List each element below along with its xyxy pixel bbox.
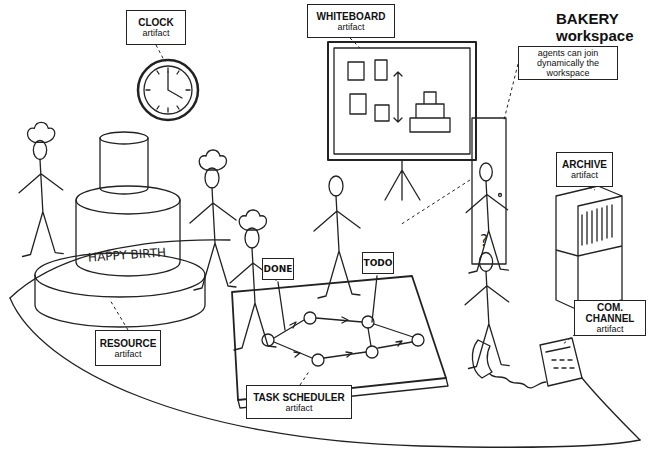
- archive: [556, 186, 622, 310]
- leader-line: [156, 45, 164, 60]
- phone: [540, 338, 582, 386]
- note: [375, 105, 389, 121]
- clock-hands: [168, 72, 182, 98]
- cake-tier: [76, 186, 180, 214]
- box-text: artifact: [285, 403, 312, 413]
- table: [232, 276, 446, 400]
- label-box: CLOCKartifact: [126, 10, 186, 45]
- board-cake: [410, 92, 450, 132]
- box-text: RESOURCE: [100, 338, 157, 349]
- leader-line: [350, 38, 360, 48]
- box-text: artifact: [571, 170, 598, 180]
- box-text: ARCHIVE: [562, 159, 607, 170]
- cake-base: [35, 275, 205, 327]
- whiteboard: [328, 42, 476, 160]
- phone-cord: [490, 374, 640, 440]
- clock-ticks: [146, 68, 190, 112]
- box-text: WHITEBOARD: [317, 11, 386, 22]
- door-knob: [499, 194, 502, 197]
- note: [375, 60, 387, 80]
- clock-face: [144, 66, 192, 114]
- free-label: HAPPY BIRTH: [88, 245, 167, 264]
- box-text: artifact: [142, 28, 169, 38]
- stick-figure: [230, 210, 276, 350]
- label-box: RESOURCEartifact: [95, 330, 161, 366]
- note: [348, 62, 364, 80]
- box-text: DONE: [264, 264, 293, 274]
- label-box: ARCHIVEartifact: [556, 152, 613, 187]
- stick-figure: [465, 253, 509, 369]
- floor-outline: [10, 298, 640, 447]
- box-text: TASK SCHEDULER: [253, 392, 344, 403]
- sign-board: DONE: [262, 258, 294, 280]
- stick-figure: [314, 176, 360, 298]
- stick-figure: [19, 122, 63, 256]
- box-text: agents can join dynamically the workspac…: [522, 48, 614, 78]
- leader-line: [110, 300, 128, 330]
- leader-line: [400, 180, 470, 225]
- sign-post: [278, 276, 377, 330]
- whiteboard-inner: [334, 48, 470, 154]
- stick-figure: [190, 150, 236, 290]
- door: [472, 118, 506, 264]
- label-box: TASK SCHEDULERartifact: [246, 385, 352, 419]
- box-text: TODO: [364, 258, 393, 268]
- label-box: agents can join dynamically the workspac…: [518, 46, 618, 80]
- cake-top: [100, 138, 148, 194]
- tripod: [385, 160, 420, 200]
- box-text: CLOCK: [138, 17, 174, 28]
- box-text: artifact: [114, 349, 141, 359]
- cake-tier: [76, 200, 180, 276]
- sign-board: TODO: [362, 252, 394, 274]
- cake-top: [100, 132, 148, 144]
- clock: [138, 60, 198, 120]
- diagram-title: BAKERY workspace: [556, 10, 641, 44]
- free-label: ?: [480, 232, 488, 250]
- task-graph: [262, 312, 424, 366]
- archive-folders: [582, 205, 612, 245]
- stick-figure: [466, 163, 508, 273]
- box-text: COM. CHANNEL: [578, 302, 642, 324]
- box-text: artifact: [596, 324, 623, 334]
- note: [350, 94, 366, 114]
- label-box: COM. CHANNELartifact: [574, 300, 646, 336]
- board-arrow: [394, 72, 402, 122]
- leader-line: [504, 64, 518, 120]
- box-text: artifact: [337, 22, 364, 32]
- leader-line: [300, 370, 310, 385]
- label-box: WHITEBOARDartifact: [307, 4, 395, 38]
